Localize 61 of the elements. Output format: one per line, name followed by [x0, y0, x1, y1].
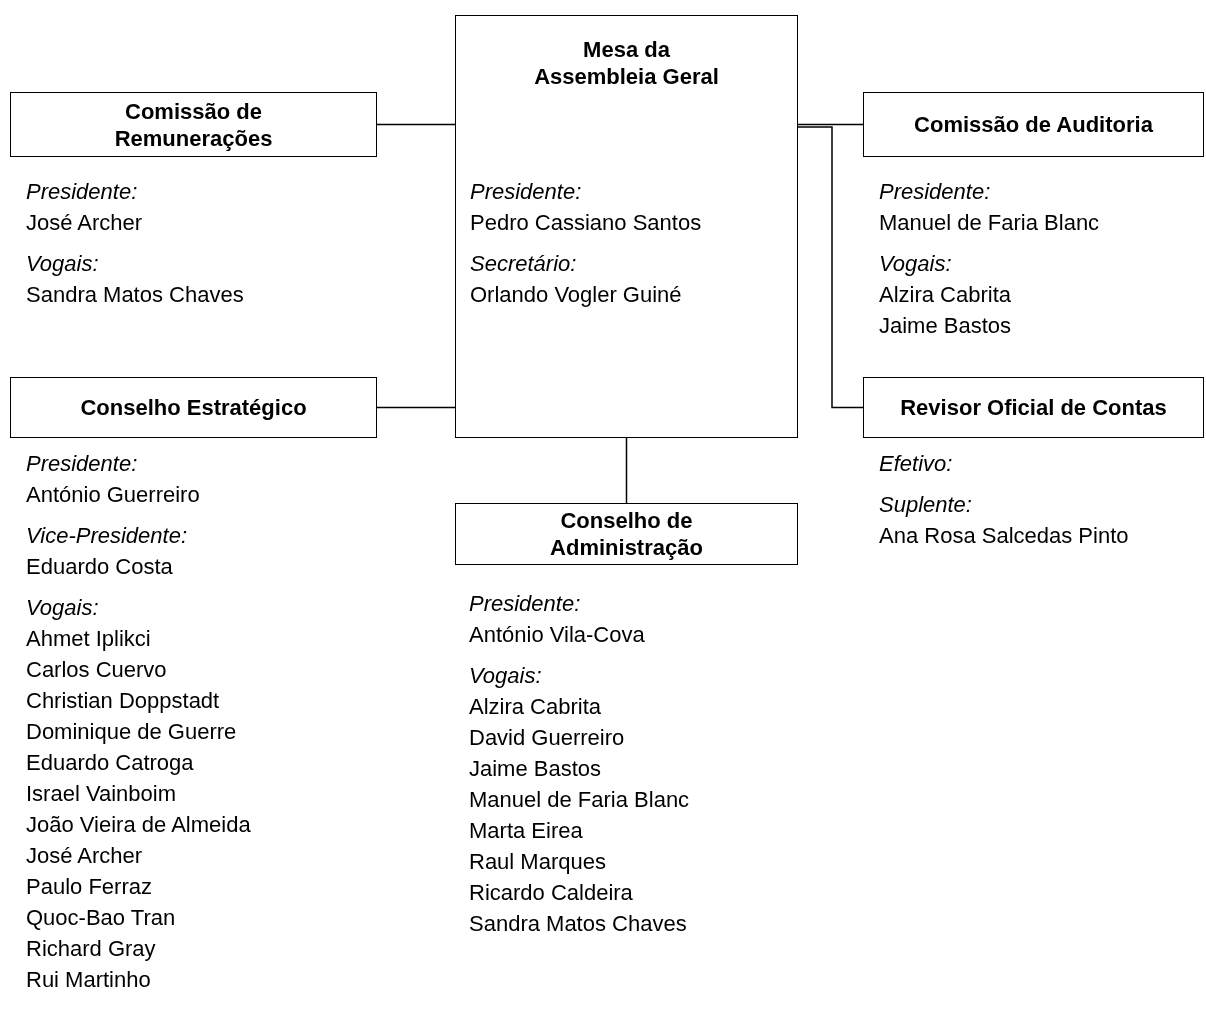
role-label: Efetivo: [879, 450, 954, 478]
member-name: Jaime Bastos [879, 312, 1013, 340]
role-label: Secretário: [470, 250, 578, 278]
member-name: Ana Rosa Salcedas Pinto [879, 522, 1129, 550]
member-name: Carlos Cuervo [26, 656, 168, 684]
member-name: Alzira Cabrita [879, 281, 1013, 309]
body-box [455, 15, 798, 438]
member-name: António Vila-Cova [469, 621, 646, 649]
member-name: Alzira Cabrita [469, 693, 603, 721]
member-name: Manuel de Faria Blanc [469, 786, 690, 814]
box-title: Conselho de Administração [549, 507, 704, 561]
connector-line [797, 123, 864, 126]
member-name: Rui Martinho [26, 966, 152, 994]
role-label: Presidente: [879, 178, 992, 206]
member-name: Raul Marques [469, 848, 607, 876]
role-label: Suplente: [879, 491, 973, 519]
member-name: David Guerreiro [469, 724, 626, 752]
member-name: Richard Gray [26, 935, 157, 963]
member-name: Manuel de Faria Blanc [879, 209, 1100, 237]
member-name: António Guerreiro [26, 481, 201, 509]
member-name: Dominique de Guerre [26, 718, 238, 746]
member-name: Quoc-Bao Tran [26, 904, 177, 932]
box-title: Revisor Oficial de Contas [900, 394, 1167, 421]
member-name: João Vieira de Almeida [26, 811, 251, 839]
member-name: José Archer [26, 842, 144, 870]
role-label: Vogais: [26, 594, 100, 622]
member-name: Pedro Cassiano Santos [470, 209, 702, 237]
member-name: Orlando Vogler Guiné [470, 281, 683, 309]
role-label: Vogais: [469, 662, 543, 690]
member-name: Sandra Matos Chaves [26, 281, 244, 309]
role-label: Vogais: [26, 250, 100, 278]
member-name: Israel Vainboim [26, 780, 177, 808]
committee-box [863, 377, 1204, 438]
connector-line [376, 406, 456, 409]
role-label: Presidente: [469, 590, 582, 618]
member-name: Marta Eirea [469, 817, 584, 845]
box-title: Comissão de Auditoria [914, 111, 1153, 138]
member-name: Ahmet Iplikci [26, 625, 152, 653]
role-label: Vogais: [879, 250, 953, 278]
role-label: Vice-Presidente: [26, 522, 188, 550]
committee-box [10, 92, 377, 157]
member-name: Christian Doppstadt [26, 687, 221, 715]
box-title: Mesa da Assembleia Geral [533, 36, 720, 90]
role-label: Presidente: [26, 178, 139, 206]
box-title: Comissão de Remunerações [113, 97, 274, 152]
member-name: Eduardo Costa [26, 553, 174, 581]
committee-box [863, 92, 1204, 157]
connector-line [376, 123, 456, 126]
committee-box [455, 503, 798, 565]
connector-line [797, 126, 864, 409]
member-name: Sandra Matos Chaves [469, 910, 688, 938]
committee-box [10, 377, 377, 438]
box-title: Conselho Estratégico [80, 394, 307, 421]
role-label: Presidente: [26, 450, 139, 478]
member-name: José Archer [26, 209, 144, 237]
member-name: Jaime Bastos [469, 755, 603, 783]
role-label: Presidente: [470, 178, 583, 206]
member-name: Eduardo Catroga [26, 749, 195, 777]
member-name: Paulo Ferraz [26, 873, 153, 901]
connector-line [625, 437, 628, 504]
member-name: Ricardo Caldeira [469, 879, 634, 907]
